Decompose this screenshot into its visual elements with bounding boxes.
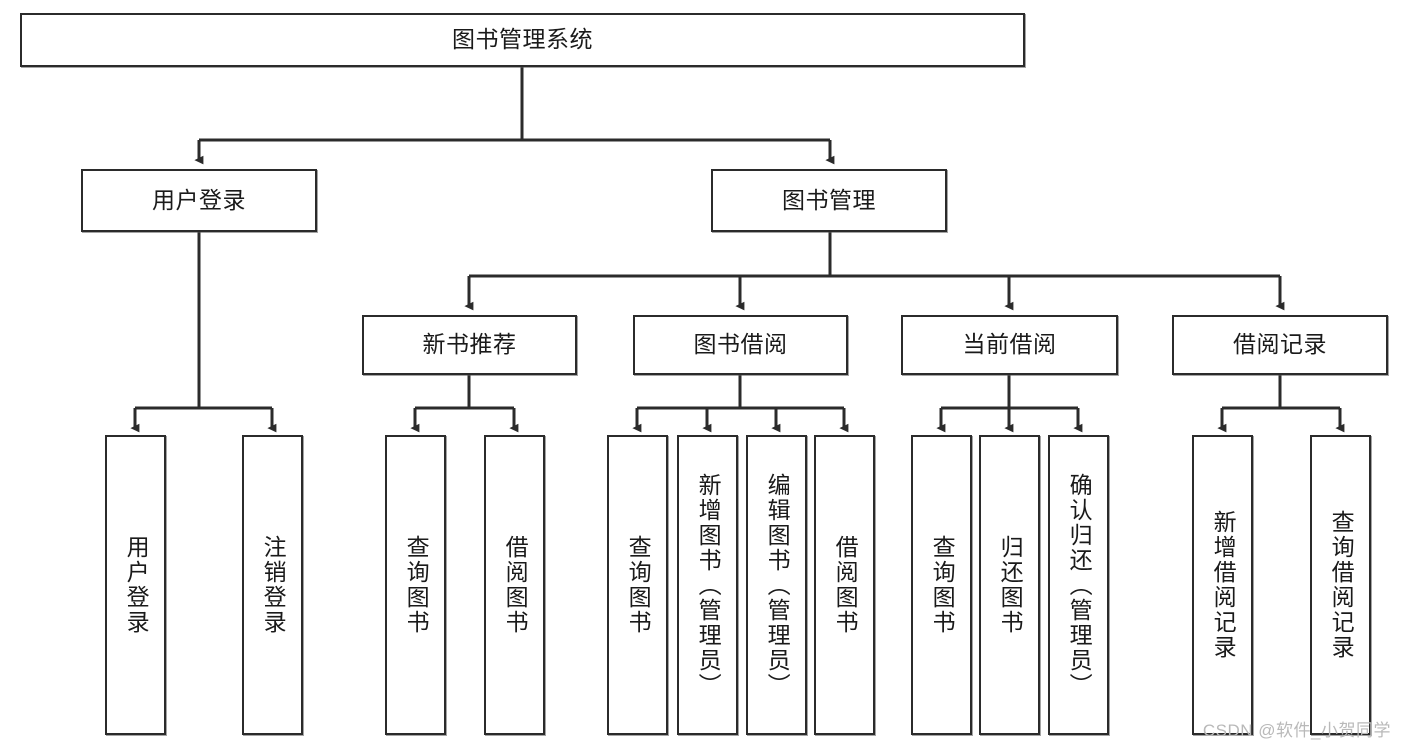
leaf-record-query-label: 查询借阅记录 [1328, 510, 1355, 660]
leaf-borrow-query-book[interactable]: 查询图书 [607, 435, 668, 735]
node-root[interactable]: 图书管理系统 [20, 13, 1025, 67]
leaf-user-login-label: 用户登录 [123, 535, 150, 635]
node-user-login-label: 用户登录 [152, 186, 246, 213]
leaf-borrow-add-book-label: 新增图书（管理员） [695, 472, 722, 698]
leaf-borrow-query-book-label: 查询图书 [625, 535, 652, 635]
node-book-management-label: 图书管理 [782, 186, 876, 213]
leaf-borrow-edit-book[interactable]: 编辑图书（管理员） [746, 435, 807, 735]
leaf-newbook-borrow-book-label: 借阅图书 [502, 535, 529, 635]
node-book-borrow[interactable]: 图书借阅 [633, 315, 848, 375]
node-root-label: 图书管理系统 [452, 26, 593, 53]
leaf-borrow-edit-book-label: 编辑图书（管理员） [764, 472, 791, 698]
leaf-borrow-borrow-book[interactable]: 借阅图书 [814, 435, 875, 735]
watermark: CSDN @软件_小贺同学 [1202, 721, 1391, 740]
leaf-current-return-book[interactable]: 归还图书 [979, 435, 1040, 735]
leaf-current-confirm-return[interactable]: 确认归还（管理员） [1048, 435, 1109, 735]
node-current-borrow[interactable]: 当前借阅 [901, 315, 1118, 375]
node-borrow-record[interactable]: 借阅记录 [1172, 315, 1388, 375]
leaf-current-return-book-label: 归还图书 [997, 535, 1024, 635]
leaf-record-add-label: 新增借阅记录 [1210, 510, 1237, 660]
leaf-current-query-book-label: 查询图书 [929, 535, 956, 635]
node-new-book-recommend[interactable]: 新书推荐 [362, 315, 577, 375]
leaf-user-login[interactable]: 用户登录 [105, 435, 166, 735]
node-borrow-record-label: 借阅记录 [1233, 331, 1327, 358]
node-current-borrow-label: 当前借阅 [962, 331, 1057, 358]
leaf-record-query[interactable]: 查询借阅记录 [1310, 435, 1371, 735]
node-new-book-recommend-label: 新书推荐 [422, 331, 517, 358]
leaf-record-add[interactable]: 新增借阅记录 [1192, 435, 1253, 735]
leaf-borrow-borrow-book-label: 借阅图书 [832, 535, 859, 635]
node-book-borrow-label: 图书借阅 [693, 331, 788, 358]
leaf-user-logout[interactable]: 注销登录 [242, 435, 303, 735]
leaf-newbook-query-book[interactable]: 查询图书 [385, 435, 446, 735]
leaf-user-logout-label: 注销登录 [260, 535, 287, 635]
node-user-login[interactable]: 用户登录 [81, 169, 317, 232]
leaf-newbook-borrow-book[interactable]: 借阅图书 [484, 435, 545, 735]
leaf-newbook-query-book-label: 查询图书 [403, 535, 430, 635]
leaf-current-query-book[interactable]: 查询图书 [911, 435, 972, 735]
leaf-current-confirm-return-label: 确认归还（管理员） [1066, 472, 1093, 698]
leaf-borrow-add-book[interactable]: 新增图书（管理员） [677, 435, 738, 735]
node-book-management[interactable]: 图书管理 [711, 169, 947, 232]
